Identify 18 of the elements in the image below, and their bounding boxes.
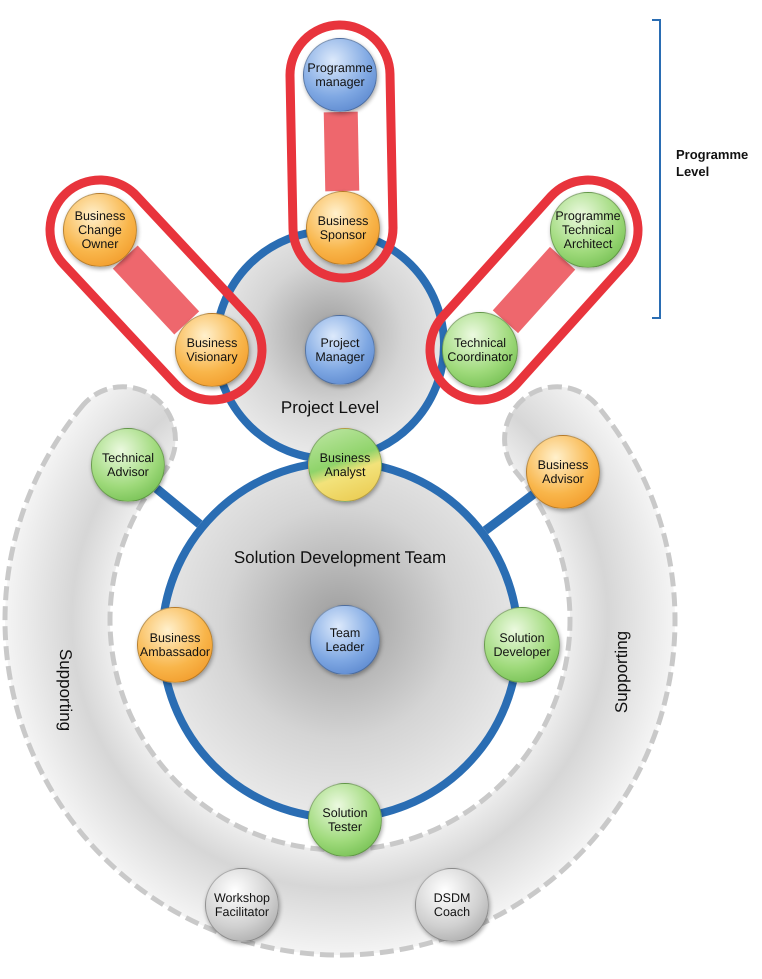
role-circle: Programme Technical Architect — [550, 192, 626, 268]
role-circle: Business Ambassador — [137, 607, 213, 683]
band-title: Supporting — [612, 630, 632, 714]
role-circle: Technical Coordinator — [442, 312, 518, 388]
role-circle: Business Sponsor — [306, 191, 380, 265]
role-circle: Project Manager — [305, 315, 375, 385]
role-circle: Team Leader — [310, 605, 380, 675]
role-circle: Business Change Owner — [63, 193, 137, 267]
role-circle: Solution Developer — [484, 607, 560, 683]
connector-line — [482, 490, 536, 534]
role-circle: Programme manager — [303, 38, 377, 112]
band-title: Supporting — [55, 648, 75, 732]
level-label: Programme Level — [676, 146, 750, 180]
circle-title: Solution Development Team — [234, 548, 446, 568]
connector-band — [492, 246, 576, 334]
circle-title: Project Level — [280, 398, 380, 418]
connector-band — [112, 245, 200, 335]
connector-line — [154, 485, 203, 528]
